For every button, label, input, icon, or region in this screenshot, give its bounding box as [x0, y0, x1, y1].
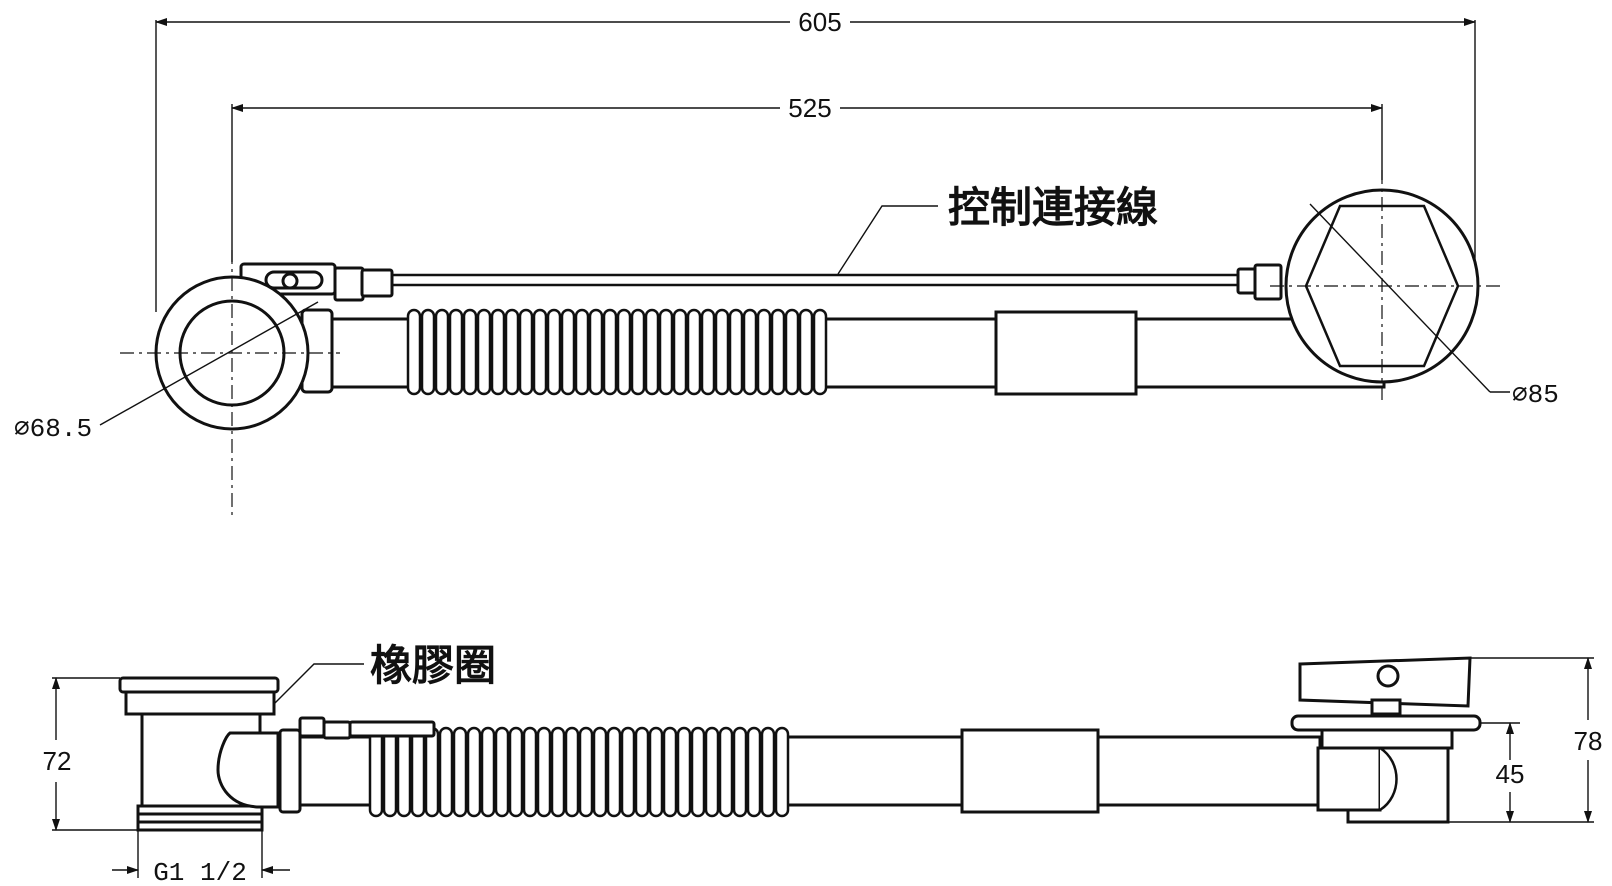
hose-rib — [686, 308, 702, 396]
label-rubber-gasket: 橡膠圈 — [370, 641, 496, 690]
control-cable-callout: 控制連接線 — [837, 183, 1158, 275]
hose-rib — [574, 308, 590, 396]
hose-rib — [602, 308, 618, 396]
rubber-gasket-callout: 橡膠圈 — [273, 641, 496, 705]
hose-rib — [480, 726, 496, 818]
dim-waste-diameter: ⌀85 — [1512, 380, 1559, 410]
dim-overflow-height: 72 — [43, 746, 72, 776]
hose-rib — [476, 308, 492, 396]
hose-rib — [532, 308, 548, 396]
hose-rib — [616, 308, 632, 396]
hose-rib — [592, 726, 608, 818]
hose-rib — [466, 726, 482, 818]
hose-rib — [462, 308, 478, 396]
hose-rib — [676, 726, 692, 818]
hose-rib — [630, 308, 646, 396]
hose-rib — [546, 308, 562, 396]
hose-rib — [742, 308, 758, 396]
hose-rib — [798, 308, 814, 396]
hose-rib — [410, 726, 426, 818]
dim-thread-size: G1 1/2 — [153, 858, 247, 886]
dimension-78: 78 — [1448, 657, 1603, 823]
dimension-45: 45 — [1480, 722, 1525, 823]
hose-rib — [690, 726, 706, 818]
hose-rib — [774, 726, 790, 818]
hose-rib — [648, 726, 664, 818]
hose-rib — [406, 308, 422, 396]
hose-rib — [700, 308, 716, 396]
dim-overall-length: 605 — [798, 7, 841, 37]
hose-rib — [578, 726, 594, 818]
hose-rib — [452, 726, 468, 818]
hose-rib — [490, 308, 506, 396]
hose-rib — [564, 726, 580, 818]
hose-rib — [704, 726, 720, 818]
diameter-leaders: ⌀68.5 ⌀85 — [14, 203, 1559, 444]
overflow-body — [118, 676, 436, 832]
hose-rib — [434, 308, 450, 396]
hose-rib — [662, 726, 678, 818]
hose-rib — [718, 726, 734, 818]
dim-overflow-diameter: ⌀68.5 — [14, 414, 92, 444]
hose-rib — [634, 726, 650, 818]
hose-rib — [606, 726, 622, 818]
hose-rib — [746, 726, 762, 818]
hose-rib — [644, 308, 660, 396]
hose-rib — [396, 726, 412, 818]
dim-waste-height-total: 78 — [1574, 726, 1603, 756]
hose-rib — [756, 308, 772, 396]
hose-rib — [518, 308, 534, 396]
label-control-cable: 控制連接線 — [948, 183, 1158, 232]
hose-rib — [424, 726, 440, 818]
hose-rib — [448, 308, 464, 396]
hose-rib — [732, 726, 748, 818]
hose-rib — [728, 308, 744, 396]
hose-rib — [784, 308, 800, 396]
hose-rib — [420, 308, 436, 396]
dimension-605: 605 — [155, 7, 1476, 312]
waste-body — [1290, 656, 1482, 824]
side-corrugated-hose — [368, 726, 790, 818]
dimension-thread: G1 1/2 — [112, 830, 290, 886]
hose-rib — [550, 726, 566, 818]
hose-rib — [658, 308, 674, 396]
corrugated-hose — [406, 308, 828, 396]
hose-rib — [770, 308, 786, 396]
hose-rib — [494, 726, 510, 818]
hose-rib — [382, 726, 398, 818]
hose-rib — [812, 308, 828, 396]
hose-rib — [438, 726, 454, 818]
hose-rib — [620, 726, 636, 818]
dim-waste-height-body: 45 — [1496, 759, 1525, 789]
hose-rib — [672, 308, 688, 396]
hose-rib — [588, 308, 604, 396]
hose-rib — [368, 726, 384, 818]
control-cable — [333, 263, 1283, 302]
hose-rib — [714, 308, 730, 396]
hose-rib — [508, 726, 524, 818]
hose-rib — [522, 726, 538, 818]
side-view: 72 G1 1/2 78 45 橡膠圈 — [43, 641, 1603, 886]
hose-rib — [560, 308, 576, 396]
dim-center-distance: 525 — [788, 93, 831, 123]
top-view: 605 525 — [14, 7, 1559, 520]
hose-rib — [536, 726, 552, 818]
hose-rib — [504, 308, 520, 396]
dimension-525: 525 — [231, 93, 1383, 262]
dimension-72: 72 — [43, 677, 138, 831]
center-lines — [120, 170, 1500, 520]
hose-rib — [760, 726, 776, 818]
